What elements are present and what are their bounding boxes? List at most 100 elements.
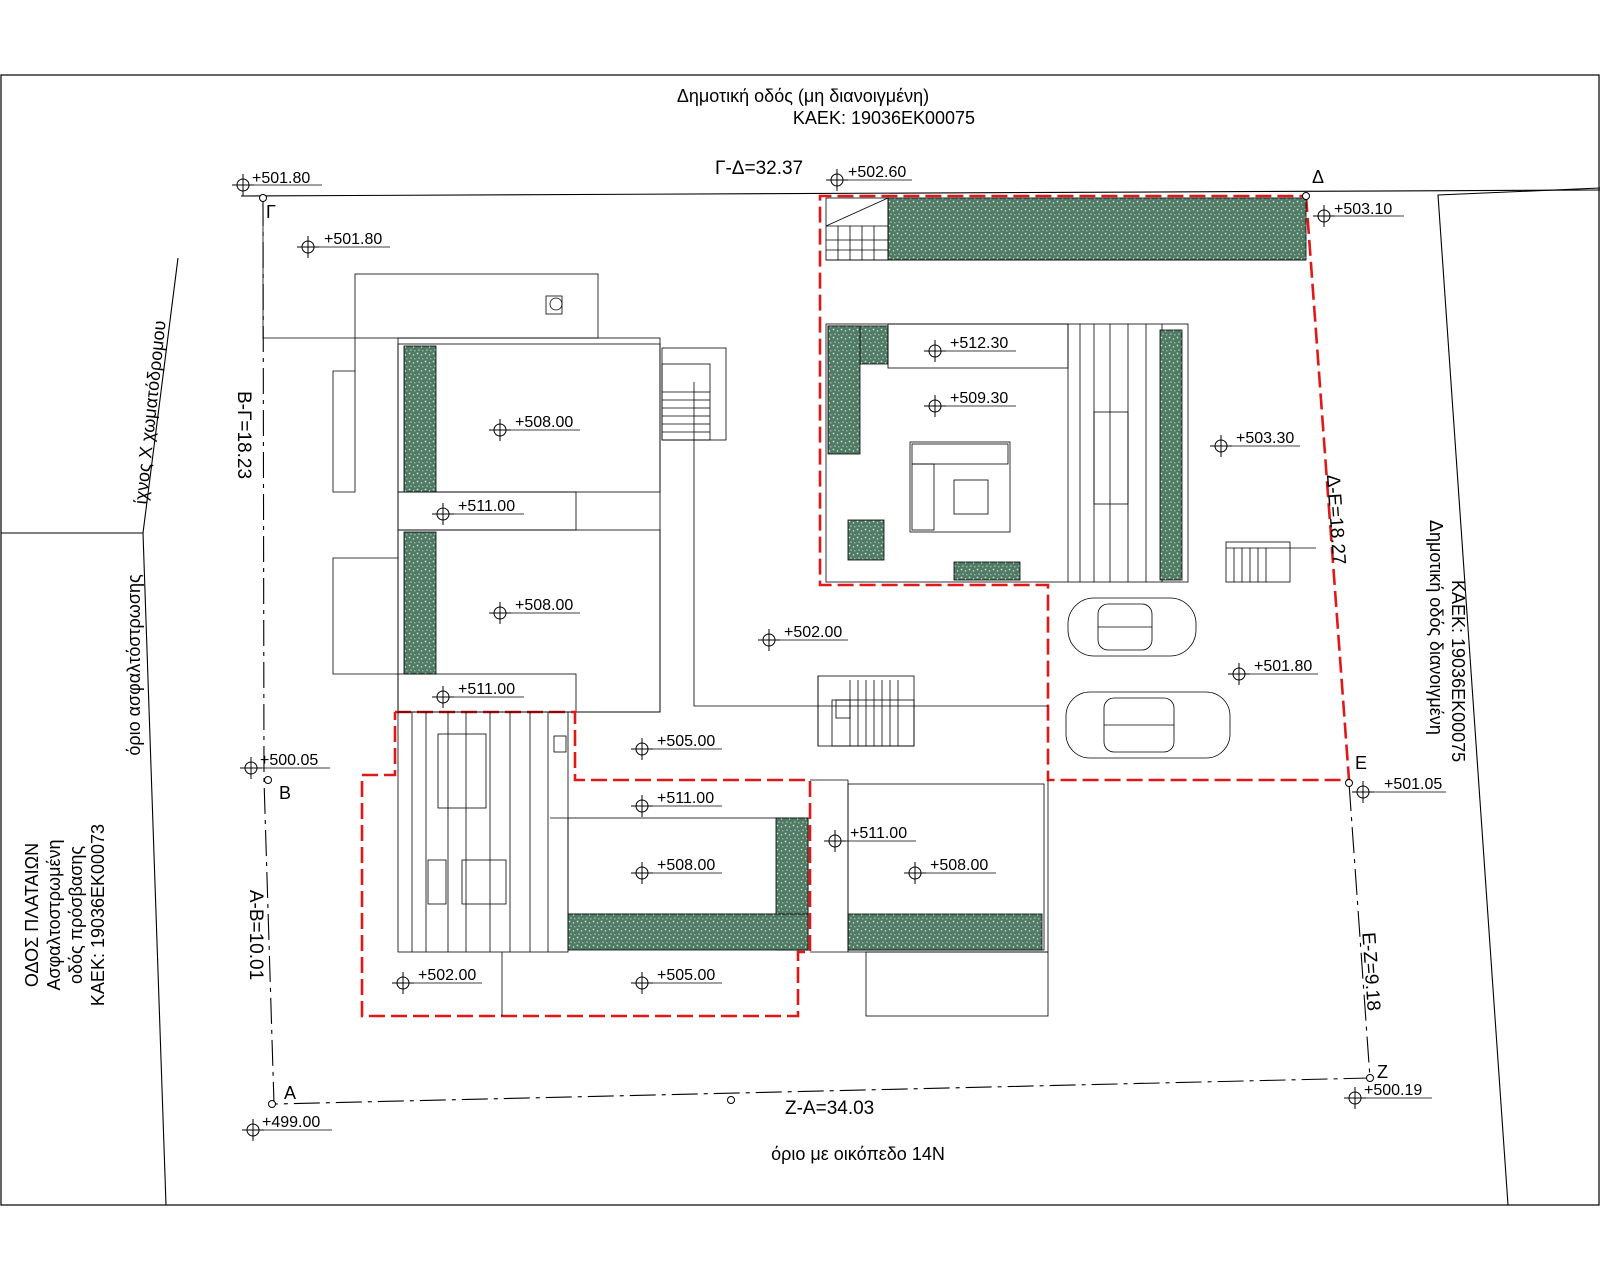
level-u3: +503.30: [1236, 430, 1294, 447]
red-boundary-lower-left: [360, 710, 812, 1018]
left-wall-stub-2: [332, 557, 398, 675]
level-e: +501.05: [1384, 776, 1442, 793]
level-c511a: +511.00: [657, 790, 714, 807]
level-marker-l3: [488, 601, 512, 625]
level-marker-top-mid: [825, 168, 849, 192]
left-road-edge-lower: [142, 532, 167, 1206]
stair-section-lower: [397, 711, 569, 953]
top-road-name: Δημοτική οδός (μη διανοιγμένη): [677, 86, 929, 106]
level-u1: +512.30: [950, 335, 1008, 352]
level-l1: +508.00: [515, 414, 573, 431]
left-wall-stub-1: [332, 338, 356, 493]
upper-plant-strip-2: [1159, 329, 1183, 581]
level-b: +500.05: [260, 752, 318, 769]
stair-upper: [825, 197, 889, 261]
level-c508b: +508.00: [930, 857, 988, 874]
level-marker-l4: [431, 685, 455, 709]
level-marker-d: [1312, 204, 1336, 228]
stair-right-small: [1225, 541, 1316, 583]
plot-boundary-top-step: [262, 200, 355, 339]
level-marker-c511a: [630, 794, 654, 818]
level-marker-g: [231, 173, 255, 197]
car-icon-2: [1065, 691, 1231, 759]
level-marker-park: [1227, 662, 1251, 686]
point-label-z: Ζ: [1377, 1062, 1388, 1082]
point-dot-mid-bottom: [727, 1096, 735, 1104]
plant-strip-2: [403, 531, 437, 675]
level-yard: +502.00: [784, 624, 842, 641]
point-dot-e: [1345, 779, 1353, 787]
room-lower-left: [397, 529, 661, 713]
dimension-de: Δ-Ε=18.27: [1322, 474, 1349, 566]
point-label-a: Α: [284, 1083, 296, 1103]
sofa-icon: [909, 441, 1011, 533]
fixture-icon: [545, 295, 563, 315]
bottom-boundary-note: όριο με οικόπεδο 14Ν: [771, 1144, 945, 1164]
dimension-bg: Β-Γ=18.23: [233, 391, 254, 479]
dimension-ez: Ε-Ζ=9.18: [1357, 932, 1383, 1012]
point-label-d: Δ: [1312, 167, 1324, 187]
level-marker-l1: [488, 418, 512, 442]
asphalt-limit-note: όριο ασφαλτόστρωσης: [124, 574, 144, 756]
svg-text:Δημοτική οδός διανοιγμένη: Δημοτική οδός διανοιγμένη: [1426, 520, 1446, 735]
terrace-lower-right: [865, 951, 1049, 1017]
plant-strip-5: [847, 913, 1043, 951]
level-marker-yard: [757, 628, 781, 652]
plant-strip-1: [403, 345, 437, 493]
top-road-kaek: ΚΑΕΚ: 19036ΕΚ00075: [793, 108, 975, 128]
level-c505: +505.00: [657, 733, 715, 750]
main-building-outline: [397, 337, 661, 713]
upper-plant-strip: [887, 197, 1307, 261]
drawing-frame: [0, 74, 1600, 1206]
level-c505b: +505.00: [657, 967, 715, 984]
level-marker-e: [1351, 780, 1375, 804]
dimension-ab: Α-Β=10.01: [245, 890, 266, 980]
left-road-label: ΟΔΟΣ ΠΛΑΤΑΙΩΝ Ασφαλτοστρωμένη οδός πρόσβ…: [22, 824, 108, 1006]
upper-stair-slats: [1067, 324, 1163, 582]
point-dot-d: [1302, 192, 1310, 200]
svg-text:ΚΑΕΚ: 19036ΕΚ00075: ΚΑΕΚ: 19036ΕΚ00075: [1448, 580, 1468, 762]
level-park: +501.80: [1254, 658, 1312, 675]
level-marker-c508a: [630, 861, 654, 885]
car-icon-1: [1067, 597, 1197, 657]
rail-lines-lower: [411, 712, 567, 952]
level-marker-c511b: [823, 829, 847, 853]
top-road-edge: [240, 189, 1600, 197]
level-l2: +511.00: [458, 498, 515, 515]
level-marker-u1: [923, 339, 947, 363]
level-marker-b: [239, 756, 263, 780]
point-dot-b: [264, 776, 272, 784]
plant-strip-4: [567, 913, 809, 951]
level-marker-c505b: [630, 971, 654, 995]
point-dot-z: [1366, 1074, 1374, 1082]
svg-text:Ασφαλτοστρωμένη: Ασφαλτοστρωμένη: [44, 840, 64, 991]
point-dot-a: [268, 1100, 276, 1108]
level-top-mid: +502.60: [848, 164, 906, 181]
level-marker-c505: [630, 737, 654, 761]
level-g-in: +501.80: [324, 231, 382, 248]
upper-planter-2: [953, 561, 1021, 581]
level-l3: +508.00: [515, 597, 573, 614]
level-c502: +502.00: [418, 967, 476, 984]
svg-text:ΟΔΟΣ ΠΛΑΤΑΙΩΝ: ΟΔΟΣ ΠΛΑΤΑΙΩΝ: [22, 843, 42, 987]
level-marker-a: [241, 1118, 265, 1142]
upper-planter-1: [847, 519, 885, 561]
level-d: +503.10: [1334, 201, 1392, 218]
level-l4: +511.00: [458, 681, 515, 698]
svg-text:ΚΑΕΚ: 19036ΕΚ00073: ΚΑΕΚ: 19036ΕΚ00073: [88, 824, 108, 1006]
stair-left: [661, 347, 727, 441]
track-note: ίχνος Χ χωματόδρομου: [130, 320, 169, 506]
level-marker-u2: [923, 394, 947, 418]
level-marker-c502: [391, 971, 415, 995]
level-leaders: [252, 179, 1446, 1131]
point-label-g: Γ: [266, 202, 276, 222]
level-u2: +509.30: [950, 390, 1008, 407]
right-road-edge: [1437, 187, 1600, 1206]
level-marker-u3: [1209, 434, 1233, 458]
point-dot-g: [259, 194, 267, 202]
right-road-label: Δημοτική οδός διανοιγμένη ΚΑΕΚ: 19036ΕΚ0…: [1426, 520, 1468, 762]
level-c511b: +511.00: [850, 825, 907, 842]
point-label-b: Β: [279, 783, 291, 803]
point-label-e: Ε: [1355, 753, 1367, 773]
